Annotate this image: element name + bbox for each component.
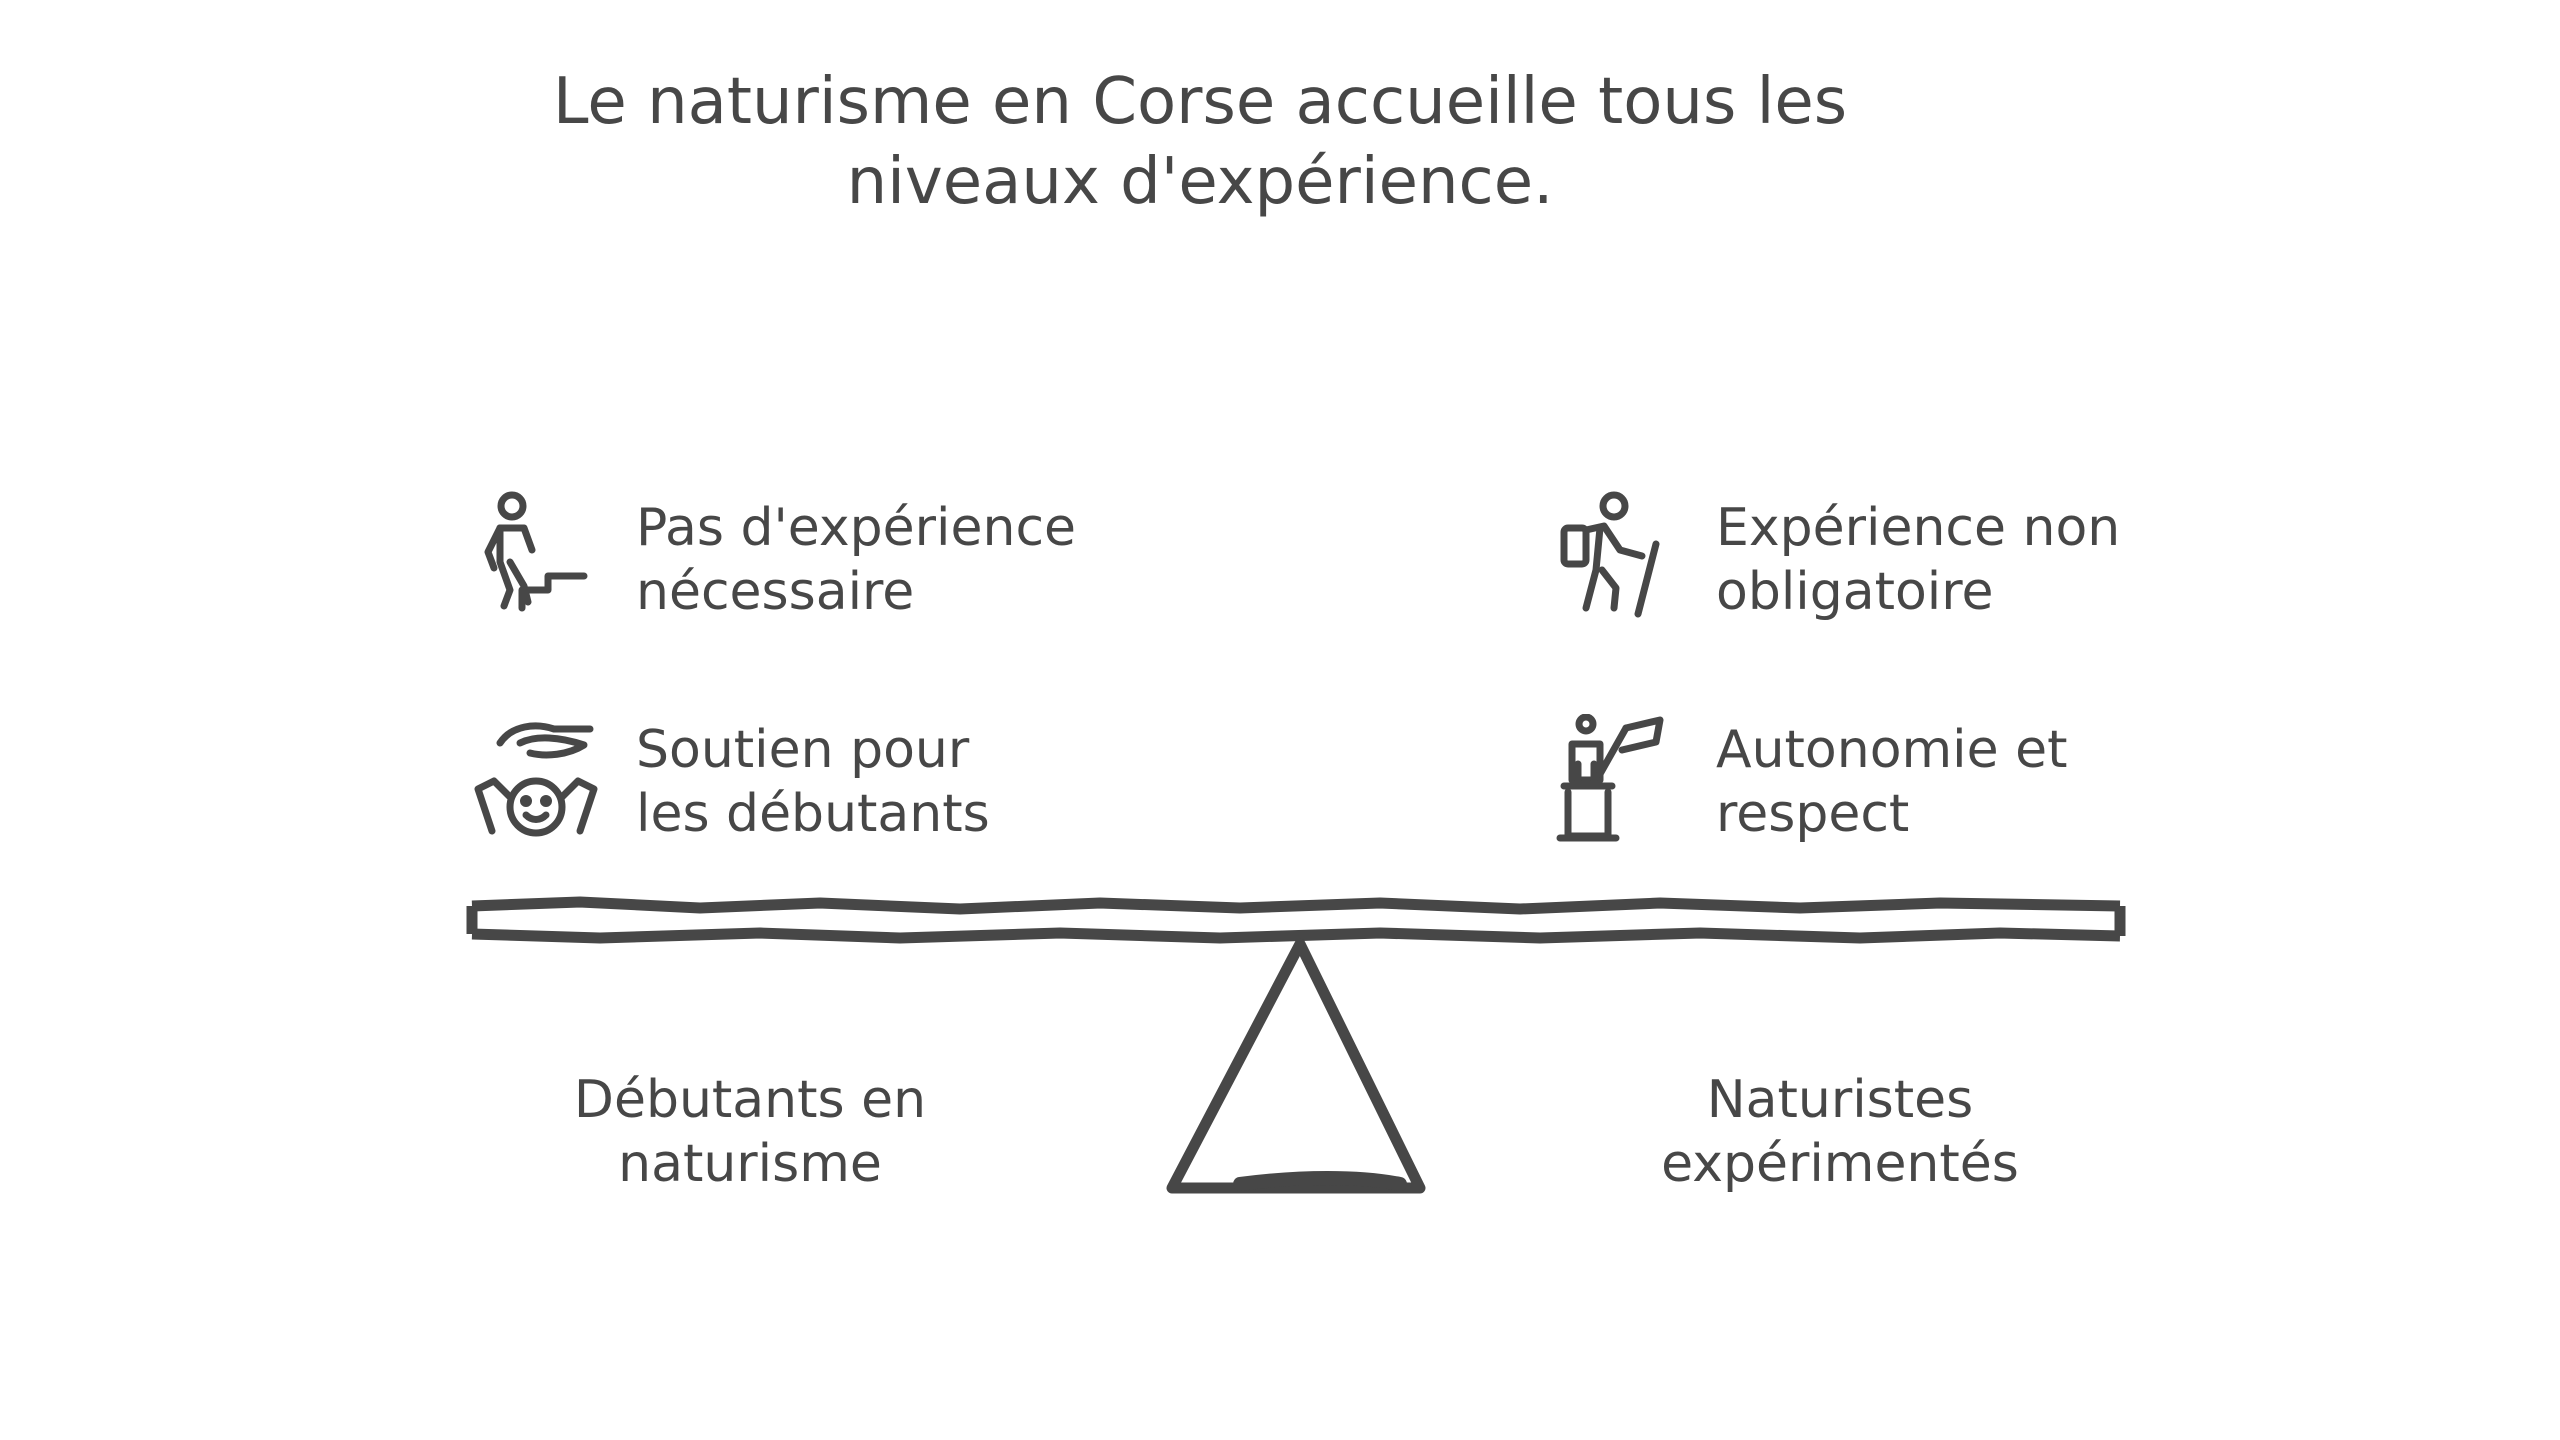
right-item-2-line-2: respect — [1716, 784, 1910, 844]
right-item-2-label: Autonomie et respect — [1716, 718, 2068, 846]
diagram-title: Le naturisme en Corse accueille tous les… — [430, 62, 1970, 222]
seesaw-plank — [466, 896, 2126, 944]
left-item-1-label: Pas d'expérience nécessaire — [636, 496, 1076, 624]
right-item-1-line-2: obligatoire — [1716, 562, 1994, 622]
walking-step-icon — [470, 490, 600, 620]
right-item-1-line-1: Expérience non — [1716, 498, 2121, 558]
left-item-1-line-2: nécessaire — [636, 562, 915, 622]
person-flag-icon — [1556, 714, 1686, 844]
right-item-2-line-1: Autonomie et — [1716, 720, 2068, 780]
seesaw-fulcrum — [1166, 938, 1426, 1194]
helping-hand-icon — [472, 715, 602, 845]
left-item-2-label: Soutien pour les débutants — [636, 718, 990, 846]
left-side-label: Débutants en naturisme — [550, 1068, 950, 1196]
left-item-1-line-1: Pas d'expérience — [636, 498, 1077, 558]
hiker-icon — [1556, 490, 1686, 620]
title-line-1: Le naturisme en Corse accueille tous les — [552, 65, 1848, 139]
right-item-1-label: Expérience non obligatoire — [1716, 496, 2120, 624]
right-side-line-1: Naturistes — [1706, 1070, 1974, 1130]
left-side-line-1: Débutants en — [573, 1070, 927, 1130]
right-side-label: Naturistes expérimentés — [1630, 1068, 2050, 1196]
left-item-2-line-2: les débutants — [636, 784, 990, 844]
left-side-line-2: naturisme — [618, 1134, 882, 1194]
left-item-2-line-1: Soutien pour — [636, 720, 970, 780]
right-side-line-2: expérimentés — [1661, 1134, 2019, 1194]
title-line-2: niveaux d'expérience. — [846, 145, 1554, 219]
